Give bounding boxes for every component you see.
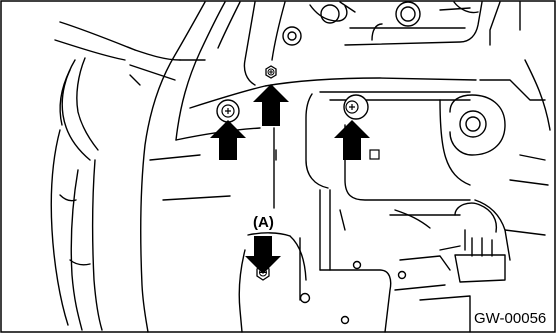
upper-bracket [243,1,521,86]
bolt-right [343,94,369,120]
bolt-upper-center [265,65,277,79]
left-trim-outline [50,21,136,331]
top-boss-mid [320,4,340,24]
callout-a-label: (A) [253,214,274,231]
top-boss-left-hole [287,31,297,41]
top-boss-right [395,1,421,27]
figure-code-label: GW-00056 [474,310,547,327]
bolt-left [216,99,240,123]
right-edge-structure [474,59,551,261]
arrow-up-right [334,120,370,160]
right-boss [449,94,506,156]
arrow-up-center [253,84,289,126]
panel-outline [129,1,477,333]
inner-panel [305,91,471,271]
lower-lock-assembly [238,202,506,333]
top-boss-right-inner [400,6,416,22]
marker-square [369,149,380,160]
arrow-down-lower [245,236,281,274]
top-boss-left [282,26,302,46]
arrow-up-left [210,120,246,160]
